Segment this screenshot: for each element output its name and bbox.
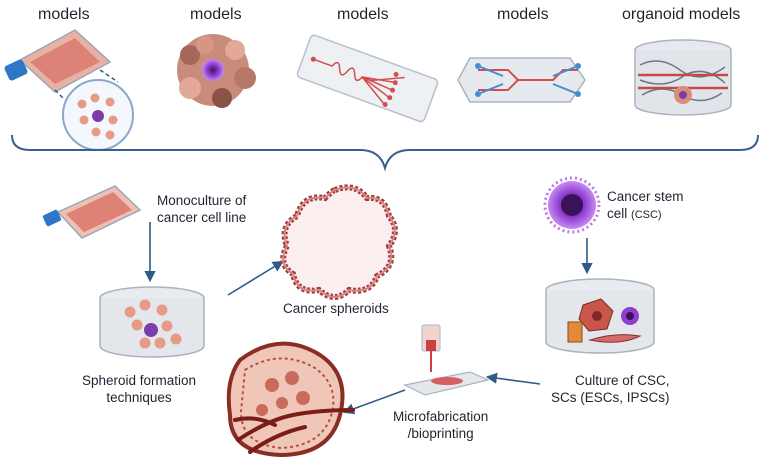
microfluidic-chip-icon	[296, 34, 439, 123]
grouping-brace	[11, 134, 759, 172]
cell-line-flask-icon	[42, 185, 142, 239]
culture-label: Culture of CSC, SCs (ESCs, IPSCs)	[551, 372, 670, 406]
spheroid-tech-line2: techniques	[106, 390, 172, 405]
spheroid-tech-line1: Spheroid formation	[82, 373, 197, 388]
csc-line2: cell (CSC)	[607, 205, 684, 224]
csc-label: Cancer stem cell (CSC)	[607, 188, 684, 224]
spheroid-dish-icon	[99, 286, 205, 358]
microfab-line2: /bioprinting	[407, 426, 474, 441]
arrow-bioprinter-to-tissue	[342, 389, 406, 415]
flask-icon	[4, 29, 112, 93]
csc-line2-main: cell	[607, 206, 628, 221]
model-label-1: models	[38, 6, 90, 23]
culture-line2: SCs (ESCs, IPSCs)	[551, 390, 670, 405]
monoculture-line1: Monoculture of	[157, 193, 247, 208]
model-label-3: models	[337, 6, 389, 23]
monoculture-label: Monoculture of cancer cell line	[157, 192, 246, 226]
spheroid-techniques-label: Spheroid formation techniques	[82, 372, 196, 406]
stem-cell-culture-dish-icon	[545, 278, 655, 354]
arrow-dish-to-spheroid	[227, 260, 284, 296]
tumor-cluster-icon	[177, 34, 256, 108]
culture-line1: Culture of CSC,	[574, 373, 670, 388]
arrow-culture-to-bioprinter	[485, 372, 541, 385]
model-label-2: models	[190, 6, 242, 23]
zoom-cells-circle-icon	[54, 69, 134, 151]
csc-line2-abbrev: (CSC)	[631, 209, 662, 221]
csc-line1: Cancer stem	[607, 189, 684, 204]
bioprinter-icon	[403, 324, 490, 396]
model-label-5: organoid models	[622, 6, 741, 23]
cancer-stem-cell-icon	[543, 176, 601, 234]
microfab-line1: Microfabrication	[393, 409, 489, 424]
organ-on-chip-icon	[457, 57, 586, 103]
microfabrication-label: Microfabrication /bioprinting	[393, 408, 488, 442]
monoculture-line2: cancer cell line	[157, 210, 247, 225]
vascularized-tissue-icon	[226, 341, 355, 458]
organoid-dish-icon	[634, 39, 732, 116]
cancer-spheroids-label: Cancer spheroids	[283, 301, 389, 316]
model-label-4: models	[497, 6, 549, 23]
cancer-spheroid-icon	[280, 184, 398, 300]
